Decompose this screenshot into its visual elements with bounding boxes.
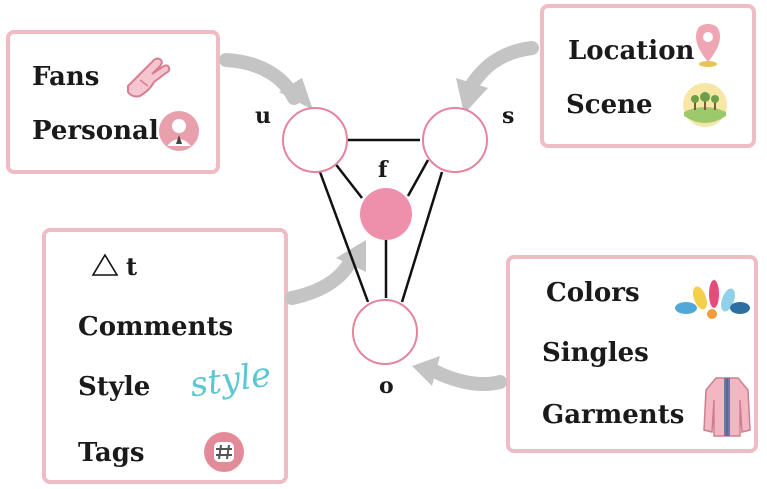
comments-label: Comments [78, 312, 234, 342]
arrow-text-to-f [285, 255, 357, 305]
node-o-label: o [379, 373, 394, 399]
edge-u-f [333, 161, 363, 199]
arrowhead-scene [456, 78, 488, 114]
fans-label: Fans [32, 62, 100, 92]
user-panel [6, 30, 220, 174]
arrowhead-user [279, 78, 313, 110]
hand-gesture-icon [127, 57, 171, 98]
style-label: Style [78, 372, 151, 402]
arrow-outfit-to-o [425, 363, 507, 392]
node-u [282, 107, 348, 173]
garments-label: Garments [542, 400, 685, 430]
paint-splash-icon [675, 280, 750, 319]
personal-label: Personal [32, 116, 159, 146]
arrowhead-outfit [412, 356, 440, 386]
triangle-t-label: t [126, 252, 138, 281]
node-u-label: u [255, 103, 271, 129]
node-f [360, 188, 412, 240]
triangle-outline-icon [91, 253, 119, 276]
map-pin-icon [696, 24, 720, 67]
person-avatar-icon [159, 111, 199, 151]
arrow-scene-to-s [463, 41, 539, 95]
text-panel [42, 228, 288, 484]
jacket-icon [703, 377, 751, 437]
scene-label: Scene [566, 90, 653, 120]
node-s-label: s [502, 103, 515, 129]
location-label: Location [568, 36, 695, 66]
hashtag-icon [204, 432, 244, 472]
edge-s-f [406, 159, 430, 197]
node-s [422, 107, 488, 173]
tags-label: Tags [78, 438, 145, 468]
scene-panel [540, 4, 756, 148]
edge-s-o [400, 171, 444, 303]
landscape-icon [683, 83, 727, 127]
singles-label: Singles [542, 338, 649, 368]
edge-u-o [318, 171, 370, 303]
node-o [352, 299, 418, 365]
node-f-label: f [378, 157, 388, 183]
colors-label: Colors [546, 278, 640, 308]
